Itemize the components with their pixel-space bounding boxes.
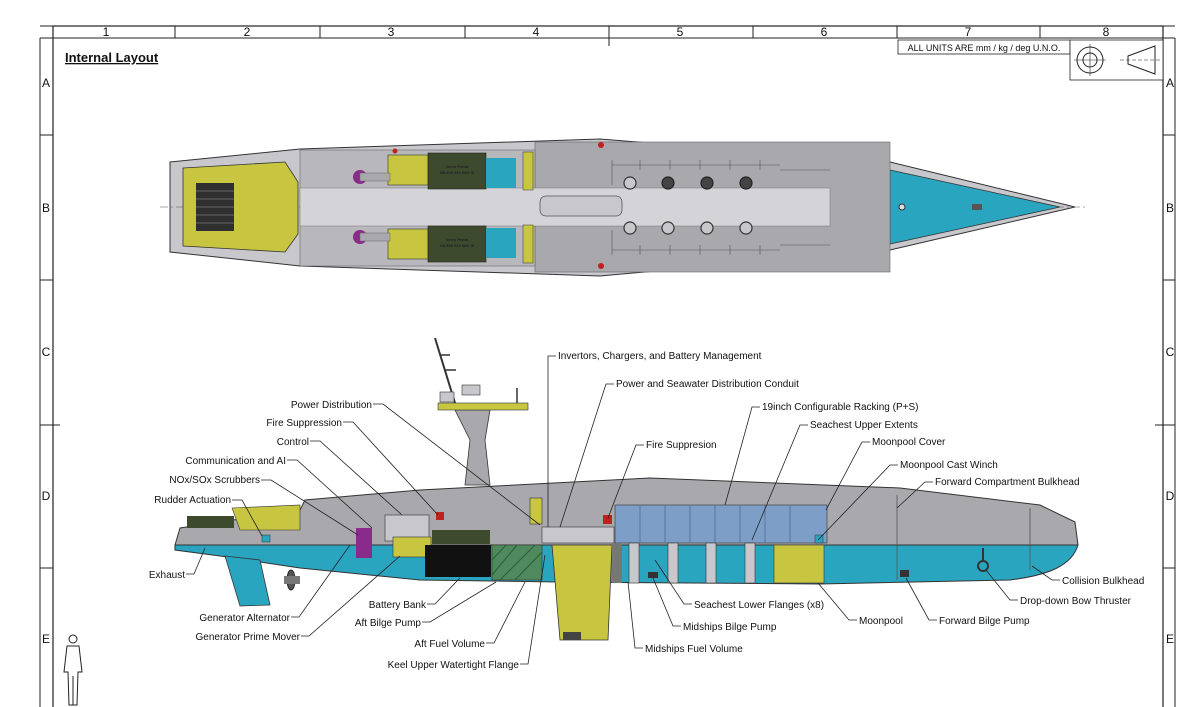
callout-moonpool-winch: Moonpool Cast Winch bbox=[900, 460, 998, 471]
callout-scrubbers: NOx/SOx Scrubbers bbox=[169, 475, 260, 486]
leader-lines bbox=[186, 355, 1060, 665]
row-label-b-right: B bbox=[1166, 201, 1174, 215]
column-label-3: 3 bbox=[388, 25, 395, 39]
callout-exhaust: Exhaust bbox=[149, 570, 185, 581]
row-label-a-left: A bbox=[42, 76, 50, 90]
callout-power-distribution: Power Distribution bbox=[291, 400, 372, 411]
callout-gen-prime-mover: Generator Prime Mover bbox=[196, 632, 301, 643]
callout-moonpool-cover: Moonpool Cover bbox=[872, 437, 946, 448]
callout-midships-bilge: Midships Bilge Pump bbox=[683, 622, 777, 633]
units-box: ALL UNITS ARE mm / kg / deg U.N.O. bbox=[897, 39, 1071, 55]
callout-aft-fuel: Aft Fuel Volume bbox=[414, 639, 485, 650]
row-label-a-right: A bbox=[1166, 76, 1174, 90]
column-label-7: 7 bbox=[965, 25, 972, 39]
callout-seachest-lower: Seachest Lower Flanges (x8) bbox=[694, 600, 824, 611]
callout-rudder: Rudder Actuation bbox=[154, 495, 231, 506]
engine-label-stbd-2: D8-600 510 IMO III bbox=[440, 243, 474, 248]
page-title: Internal Layout bbox=[65, 50, 159, 65]
callout-forward-bulkhead: Forward Compartment Bulkhead bbox=[935, 477, 1080, 488]
row-label-c-left: C bbox=[42, 345, 51, 359]
callout-conduit: Power and Seawater Distribution Conduit bbox=[616, 379, 799, 390]
engine-label-port-2: D8-600 510 IMO III bbox=[440, 170, 474, 175]
column-label-6: 6 bbox=[821, 25, 828, 39]
callout-control: Control bbox=[277, 437, 309, 448]
callout-bow-thruster: Drop-down Bow Thruster bbox=[1020, 596, 1132, 607]
callout-collision-bulkhead: Collision Bulkhead bbox=[1062, 576, 1144, 587]
callout-midships-fuel: Midships Fuel Volume bbox=[645, 644, 743, 655]
column-label-2: 2 bbox=[244, 25, 251, 39]
callout-seachest-upper: Seachest Upper Extents bbox=[810, 420, 918, 431]
callout-comms-ai: Communication and AI bbox=[185, 456, 286, 467]
callout-forward-bilge: Forward Bilge Pump bbox=[939, 616, 1030, 627]
row-label-e-left: E bbox=[42, 632, 50, 646]
column-label-8: 8 bbox=[1103, 25, 1110, 39]
projection-symbol-icon bbox=[1069, 39, 1164, 81]
row-label-b-left: B bbox=[42, 201, 50, 215]
plan-view-vessel: Volvo Penta D8-600 510 IMO III Volvo Pen… bbox=[160, 138, 1085, 277]
human-figure-icon bbox=[63, 634, 83, 706]
callout-battery-bank: Battery Bank bbox=[369, 600, 427, 611]
row-label-c-right: C bbox=[1166, 345, 1175, 359]
callout-inverters: Invertors, Chargers, and Battery Managem… bbox=[558, 351, 762, 362]
engine-label-port-1: Volvo Penta bbox=[446, 164, 469, 169]
units-note: ALL UNITS ARE mm / kg / deg U.N.O. bbox=[908, 43, 1061, 53]
column-label-1: 1 bbox=[103, 25, 110, 39]
row-label-d-right: D bbox=[1166, 489, 1175, 503]
column-label-4: 4 bbox=[533, 25, 540, 39]
callout-aft-bilge: Aft Bilge Pump bbox=[355, 618, 422, 629]
row-label-e-right: E bbox=[1166, 632, 1174, 646]
callout-moonpool: Moonpool bbox=[859, 616, 903, 627]
sheet-frame bbox=[39, 25, 1176, 707]
callout-gen-alternator: Generator Alternator bbox=[199, 613, 290, 624]
profile-view-vessel bbox=[174, 337, 1079, 641]
row-label-d-left: D bbox=[42, 489, 51, 503]
callout-fire-suppresion: Fire Suppresion bbox=[646, 440, 717, 451]
engine-label-stbd-1: Volvo Penta bbox=[446, 237, 469, 242]
callout-keel-flange: Keel Upper Watertight Flange bbox=[388, 660, 520, 671]
callout-racking: 19inch Configurable Racking (P+S) bbox=[762, 402, 918, 413]
column-label-5: 5 bbox=[677, 25, 684, 39]
callout-fire-suppression: Fire Suppression bbox=[266, 418, 342, 429]
